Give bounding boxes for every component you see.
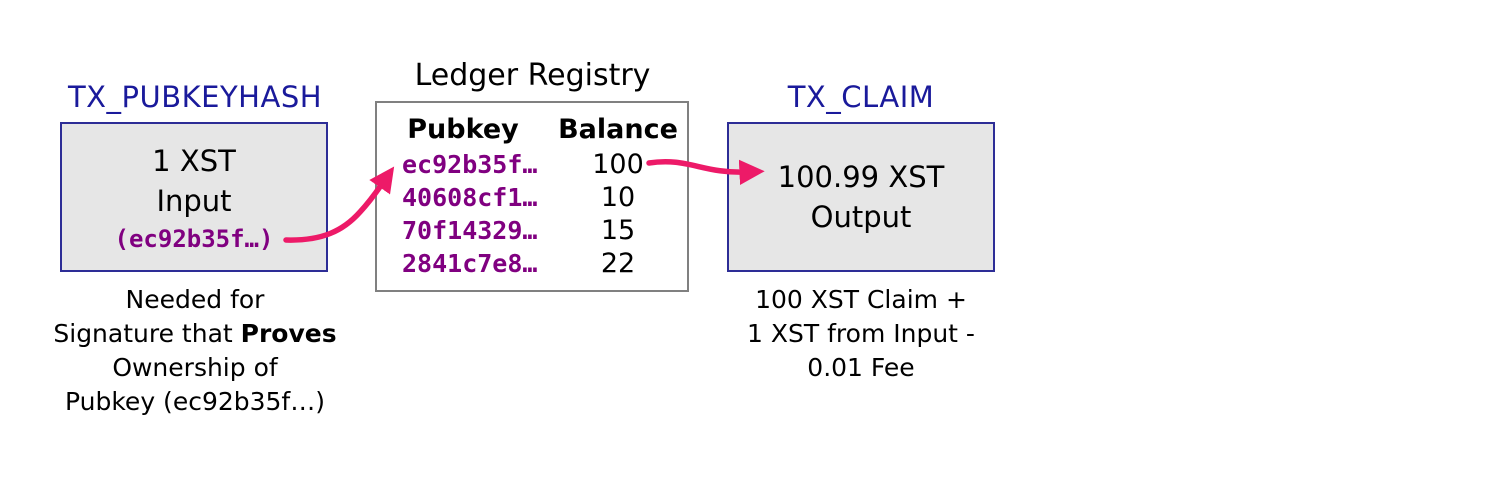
caption-line: Signature that Proves bbox=[20, 317, 370, 351]
caption-bold-text: Proves bbox=[240, 319, 337, 348]
caption-text: Signature that bbox=[53, 319, 241, 348]
caption-line: Needed for bbox=[125, 285, 265, 314]
tx-claim-amount: 100.99 XST bbox=[777, 160, 945, 194]
ledger-pubkey-cell: 2841c7e8… bbox=[402, 249, 538, 278]
tx-pubkeyhash-title: TX_PUBKEYHASH bbox=[67, 80, 323, 114]
table-row: 70f14329… 15 bbox=[377, 214, 687, 247]
tx-pubkeyhash-label: Input bbox=[156, 184, 232, 218]
tx-pubkeyhash-amount: 1 XST bbox=[152, 144, 236, 178]
table-row: 2841c7e8… 22 bbox=[377, 247, 687, 280]
ledger-col-header-pubkey: Pubkey bbox=[407, 113, 519, 145]
ledger-balance-cell: 10 bbox=[600, 182, 636, 213]
caption-line: 1 XST from Input - bbox=[747, 319, 975, 348]
tx-claim-caption: 100 XST Claim + 1 XST from Input - 0.01 … bbox=[700, 283, 1022, 385]
ledger-col-header-balance: Balance bbox=[558, 113, 678, 145]
table-row: ec92b35f… 100 bbox=[377, 148, 687, 181]
tx-claim-title: TX_CLAIM bbox=[787, 80, 935, 114]
ledger-balance-cell: 100 bbox=[592, 149, 644, 180]
caption-line: Pubkey (ec92b35f…) bbox=[65, 387, 325, 416]
ledger-pubkey-cell: 70f14329… bbox=[402, 216, 538, 245]
tx-claim-box: 100.99 XST Output bbox=[727, 122, 995, 272]
ledger-registry-table: Pubkey Balance ec92b35f… 100 40608cf1… 1… bbox=[375, 101, 689, 292]
ledger-header-row: Pubkey Balance bbox=[377, 110, 687, 148]
caption-line: Ownership of bbox=[112, 353, 278, 382]
tx-pubkeyhash-box: 1 XST Input (ec92b35f…) bbox=[60, 122, 328, 272]
ledger-balance-cell: 22 bbox=[600, 248, 636, 279]
ledger-pubkey-cell: ec92b35f… bbox=[402, 150, 538, 179]
tx-claim-label: Output bbox=[810, 200, 912, 234]
caption-line: 100 XST Claim + bbox=[755, 285, 967, 314]
caption-line: 0.01 Fee bbox=[807, 353, 915, 382]
tx-pubkeyhash-pubkey: (ec92b35f…) bbox=[114, 225, 274, 253]
ledger-balance-cell: 15 bbox=[600, 215, 636, 246]
ledger-pubkey-cell: 40608cf1… bbox=[402, 183, 538, 212]
tx-pubkeyhash-caption: Needed for Signature that Proves Ownersh… bbox=[20, 283, 370, 419]
ledger-registry-title: Ledger Registry bbox=[414, 58, 651, 93]
table-row: 40608cf1… 10 bbox=[377, 181, 687, 214]
